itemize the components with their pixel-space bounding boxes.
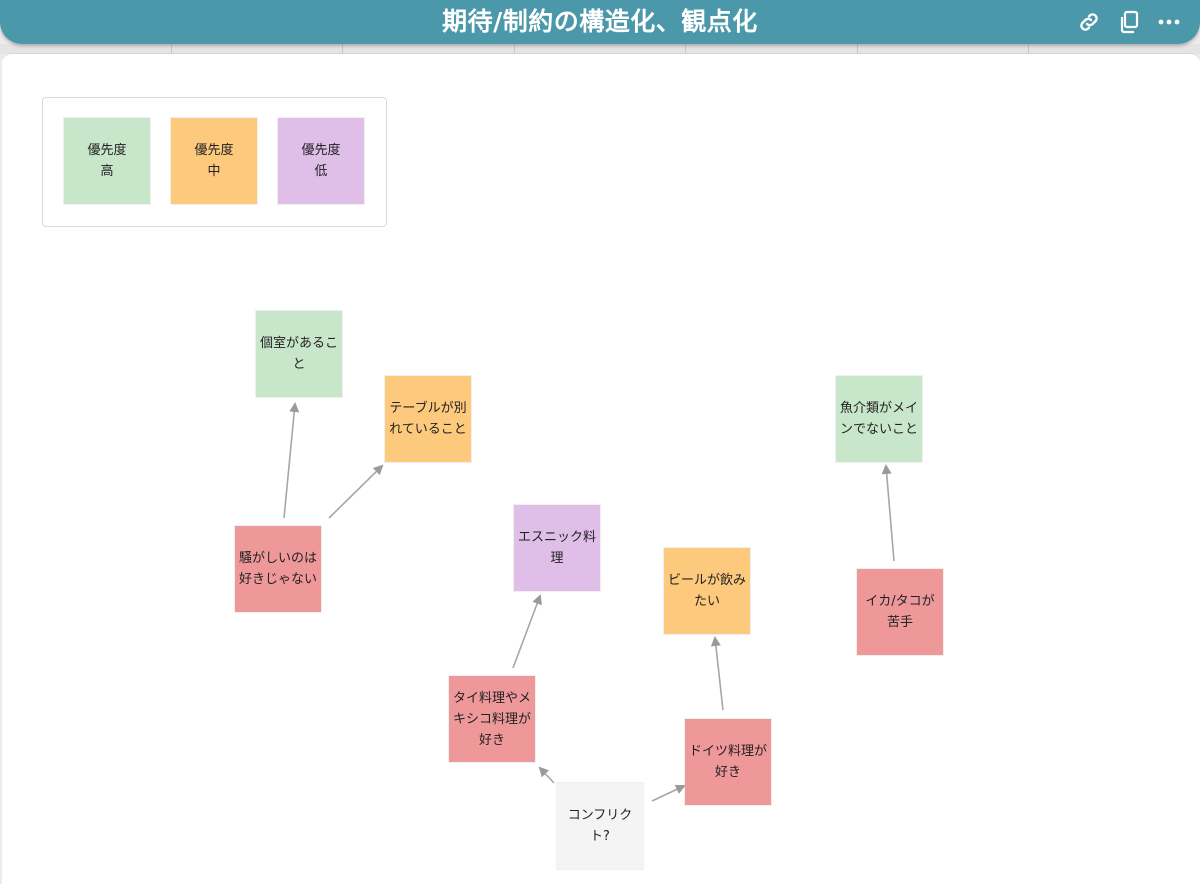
sticky-thai-mexican[interactable]: タイ料理やメキシコ料理が好き bbox=[449, 676, 535, 762]
sticky-ethnic-food[interactable]: エスニック料理 bbox=[514, 505, 600, 591]
board-canvas[interactable]: 優先度 高 優先度 中 優先度 低 個室があること テーブルが別れているこ bbox=[2, 53, 1200, 884]
legend-high-label: 優先度 高 bbox=[87, 143, 127, 179]
sticky-dislike-noisy-text: 騒がしいのは好きじゃない bbox=[238, 551, 317, 587]
legend-low-priority[interactable]: 優先度 低 bbox=[278, 118, 364, 204]
more-icon[interactable] bbox=[1156, 10, 1182, 34]
arrow-thai-to-ethnic bbox=[512, 594, 542, 669]
board-title: 期待/制約の構造化、観点化 bbox=[442, 7, 758, 36]
arrow-conflict-to-thai bbox=[538, 766, 555, 784]
sticky-separate-tables-text: テーブルが別れていること bbox=[389, 401, 467, 437]
sticky-private-room[interactable]: 個室があること bbox=[256, 311, 342, 397]
column-ruler bbox=[0, 44, 1200, 54]
sticky-beer-text: ビールが飲みたい bbox=[667, 573, 746, 609]
arrow-german-to-beer bbox=[710, 636, 724, 711]
sticky-squid-octopus-text: イカ/タコが苦手 bbox=[865, 594, 935, 630]
legend-high-priority[interactable]: 優先度 高 bbox=[64, 118, 150, 204]
legend-medium-label: 優先度 中 bbox=[194, 143, 234, 179]
legend-medium-priority[interactable]: 優先度 中 bbox=[171, 118, 257, 204]
sticky-private-room-text: 個室があること bbox=[259, 336, 338, 372]
legend-frame[interactable]: 優先度 高 優先度 中 優先度 低 bbox=[42, 97, 387, 227]
arrow-noisy-to-separate-tables bbox=[328, 464, 384, 519]
sticky-conflict-text: コンフリクト? bbox=[567, 808, 633, 844]
arrow-conflict-to-german bbox=[651, 784, 686, 802]
arrow-squid-to-seafood bbox=[881, 464, 895, 562]
sticky-conflict[interactable]: コンフリクト? bbox=[557, 783, 643, 869]
connector-layer bbox=[283, 402, 895, 802]
title-bar: 期待/制約の構造化、観点化 bbox=[0, 0, 1200, 44]
copy-icon[interactable] bbox=[1116, 10, 1142, 34]
sticky-separate-tables[interactable]: テーブルが別れていること bbox=[385, 376, 471, 462]
sticky-thai-mexican-text: タイ料理やメキシコ料理が好き bbox=[452, 690, 531, 748]
arrow-noisy-to-private-room bbox=[283, 402, 300, 519]
sticky-squid-octopus[interactable]: イカ/タコが苦手 bbox=[857, 569, 943, 655]
sticky-dislike-noisy[interactable]: 騒がしいのは好きじゃない bbox=[235, 526, 321, 612]
link-icon[interactable] bbox=[1076, 10, 1102, 34]
legend-low-label: 優先度 低 bbox=[301, 143, 341, 179]
sticky-ethnic-food-text: エスニック料理 bbox=[517, 530, 596, 566]
sticky-no-seafood-main[interactable]: 魚介類がメインでないこと bbox=[836, 376, 922, 462]
sticky-german-food-text: ドイツ料理が好き bbox=[688, 744, 767, 780]
title-actions bbox=[1076, 10, 1182, 34]
sticky-no-seafood-main-text: 魚介類がメインでないこと bbox=[839, 401, 918, 437]
sticky-german-food[interactable]: ドイツ料理が好き bbox=[685, 719, 771, 805]
sticky-beer[interactable]: ビールが飲みたい bbox=[664, 548, 750, 634]
